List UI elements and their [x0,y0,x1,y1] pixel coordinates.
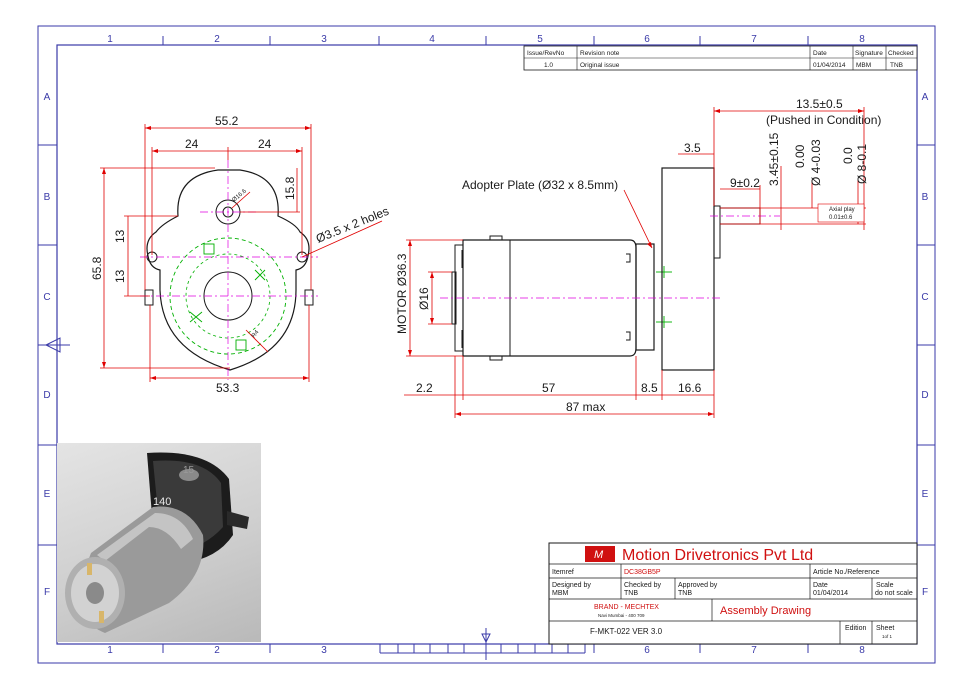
zone-col-1-top: 1 [107,34,113,45]
checked-label: Checked by [624,582,661,589]
brand-line: BRAND - MECHTEX [594,604,659,611]
photo-label-side: 140 [153,496,171,508]
checked-value: TNB [624,590,638,597]
axial-play-value: 0.01±0.6 [829,215,853,221]
tol-upper-1: 0.00 [793,144,807,168]
dim-total-length: 87 max [566,400,605,414]
tol-upper-2: 0.0 [841,147,855,164]
designed-label: Designed by [552,582,591,589]
axial-play-label: Axial play [829,207,855,213]
rev-header-issue: Issue/RevNo [527,50,565,57]
zone-col-4-top: 4 [429,34,435,45]
zone-row-d-right: D [921,390,928,401]
zone-row-b-right: B [922,192,929,203]
zone-col-1-bottom: 1 [107,645,113,656]
date-value: 01/04/2014 [813,590,848,597]
item-ref-value: DC38GB5P [624,569,661,576]
form-number: F-MKT-022 VER 3.0 [590,627,663,636]
rev-cell-date: 01/04/2014 [813,62,846,69]
drawing-title: Assembly Drawing [720,605,811,617]
dim-height-overall: 65.8 [90,256,104,280]
boss-dia-label: Ø16 [417,287,431,310]
zone-col-3-bottom: 3 [321,645,327,656]
dim-upper-13: 13 [113,229,127,243]
rev-header-note: Revision note [580,50,620,57]
dia-4: Ø 4-0.03 [809,139,823,186]
approved-value: TNB [678,590,692,597]
zone-col-7-top: 7 [751,34,757,45]
scale-label: Scale [876,582,894,589]
zone-col-6-bottom: 6 [644,645,650,656]
front-view: 55.2 24 24 53.3 65.8 13 13 15.8 Ø3.5 x 2… [90,114,391,395]
dim-2-2: 2.2 [416,381,433,395]
zone-col-2-bottom: 2 [214,645,220,656]
product-photo: 15 140 [57,443,261,642]
dim-corner-radius: R4 [251,329,261,339]
zone-row-a-left: A [44,92,51,103]
rev-header-signature: Signature [855,50,883,57]
dim-boss-offset: 15.8 [283,176,297,200]
dim-16-6: 16.6 [678,381,702,395]
dim-8-5: 8.5 [641,381,658,395]
rev-header-checked: Checked [888,50,914,57]
zone-col-3-top: 3 [321,34,327,45]
pushed-length: 13.5±0.5 [796,97,843,111]
approved-label: Approved by [678,582,718,589]
rev-cell-issue: 1.0 [544,62,553,69]
zone-row-c-left: C [43,292,50,303]
designed-value: MBM [552,590,569,597]
zone-row-d-left: D [43,390,50,401]
zone-ticks [38,36,935,660]
dim-half-left: 24 [185,137,199,151]
zone-row-f-left: F [44,587,50,598]
sheet-value: 1of 1 [882,634,893,639]
dim-57: 57 [542,381,556,395]
zone-row-f-right: F [922,587,928,598]
company-logo-text: M [594,549,604,561]
title-block: M Motion Drivetronics Pvt Ltd Itemref DC… [548,542,918,645]
article-label: Article No./Reference [813,569,880,576]
dim-bottom-width: 53.3 [216,381,240,395]
flat-length: 9±0.2 [730,176,760,190]
shaft-step: 3.5 [684,141,701,155]
zone-col-5-top: 5 [537,34,543,45]
holes-callout: Ø3.5 x 2 holes [314,204,391,246]
rev-header-date: Date [813,50,827,57]
dia-8: Ø 8-0.1 [855,144,869,184]
side-view: Adopter Plate (Ø32 x 8.5mm) MOTOR Ø36.3 … [395,97,881,418]
dim-width-overall: 55.2 [215,114,239,128]
scale-value: do not scale [875,590,913,597]
zone-col-8-top: 8 [859,34,865,45]
pushed-note: (Pushed in Condition) [766,113,881,127]
brand-sub: Navi Mumbai - 400 709 [598,613,645,618]
revision-table: Issue/RevNo Revision note Date Signature… [523,45,918,71]
dim-half-right: 24 [258,137,272,151]
company-name: Motion Drivetronics Pvt Ltd [622,547,813,564]
zone-col-8-bottom: 8 [859,645,865,656]
zone-col-6-top: 6 [644,34,650,45]
date-label: Date [813,582,828,589]
zone-row-e-left: E [44,489,51,500]
motor-dia-label: MOTOR Ø36.3 [395,253,409,334]
flat-dim: 3.45±0.15 [767,132,781,186]
adopter-plate-label: Adopter Plate (Ø32 x 8.5mm) [462,178,618,192]
rev-cell-note: Original issue [580,62,620,69]
rev-cell-checked: TNB [890,62,903,69]
edition-label: Edition [845,625,867,632]
zone-row-a-right: A [922,92,929,103]
photo-label-top: 15 [183,465,195,476]
company-logo [585,546,615,562]
dim-lower-13: 13 [113,269,127,283]
rev-cell-signature: MBM [856,62,871,69]
zone-col-2-top: 2 [214,34,220,45]
zone-row-e-right: E [922,489,929,500]
zone-row-c-right: C [921,292,928,303]
sheet-label: Sheet [876,625,894,632]
zone-col-7-bottom: 7 [751,645,757,656]
item-ref-label: Itemref [552,569,574,576]
zone-row-b-left: B [44,192,51,203]
